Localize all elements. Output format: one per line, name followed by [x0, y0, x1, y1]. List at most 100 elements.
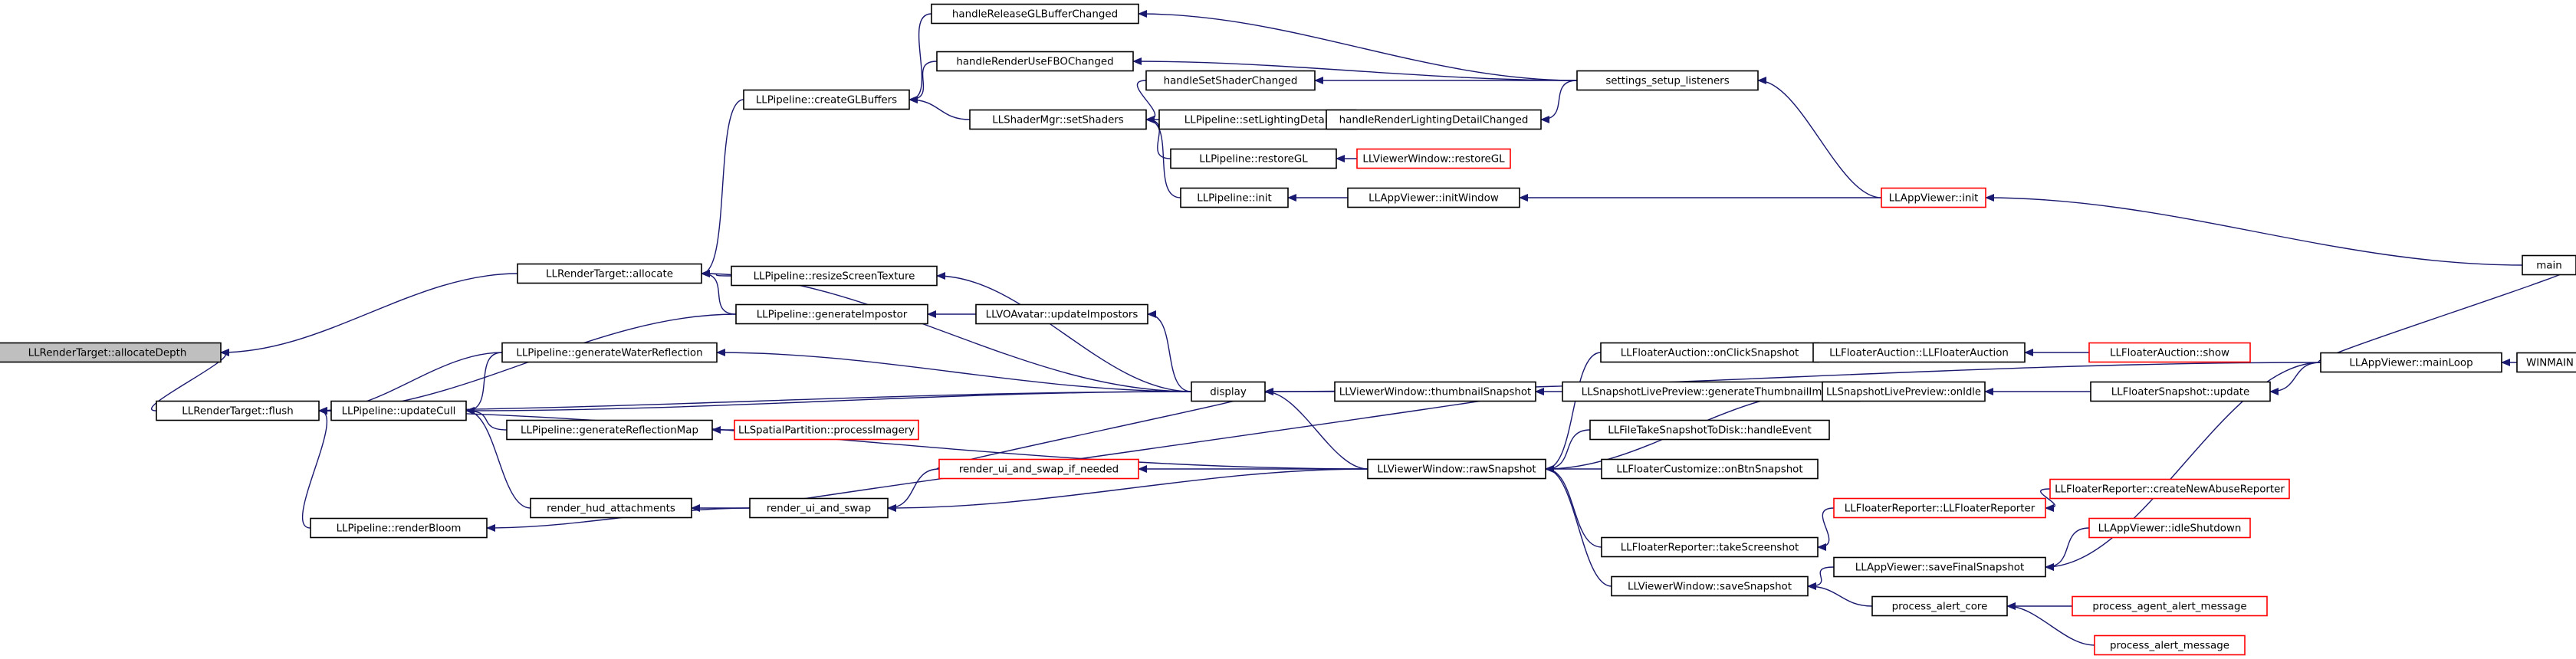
graph-node-rawsnapshot[interactable]: LLViewerWindow::rawSnapshot: [1367, 458, 1546, 480]
graph-node-setlightingdetail[interactable]: LLPipeline::setLightingDetail: [1158, 109, 1356, 130]
node-box: [2090, 381, 2271, 402]
node-box: [1158, 109, 1356, 130]
graph-node-flush[interactable]: LLRenderTarget::flush: [156, 400, 320, 421]
edge-rawsnapshot-to-display: [1264, 388, 1368, 470]
edge-createnewabusereporter-to-reporterctor: [2040, 488, 2055, 512]
graph-node-auctionshow[interactable]: LLFloaterAuction::show: [2088, 342, 2251, 363]
node-box: [2320, 352, 2502, 373]
node-label: LLAppViewer::init: [1889, 193, 1979, 205]
graph-node-generateimpostor[interactable]: LLPipeline::generateImpostor: [735, 303, 928, 325]
graph-node-restoregl[interactable]: LLPipeline::restoreGL: [1170, 148, 1337, 169]
node-label: LLPipeline::restoreGL: [1199, 154, 1308, 166]
graph-node-updateimpostors[interactable]: LLVOAvatar::updateImpostors: [975, 303, 1148, 325]
graph-node-setshaders[interactable]: LLShaderMgr::setShaders: [969, 109, 1147, 130]
node-box: [969, 109, 1147, 130]
node-label: handleSetShaderChanged: [1164, 76, 1298, 87]
graph-node-process-alert-message[interactable]: process_alert_message: [2094, 634, 2246, 656]
graph-node-render-ui-and-swap[interactable]: render_ui_and_swap: [749, 497, 889, 519]
graph-node-initwindow[interactable]: LLAppViewer::initWindow: [1347, 187, 1520, 208]
node-box: [330, 400, 467, 421]
graph-node-handlerenderlightingdetailchanged[interactable]: handleRenderLightingDetailChanged: [1326, 109, 1542, 130]
edge-main-to-appinit: [1985, 194, 2523, 266]
graph-node-thumbnailsnapshot[interactable]: LLViewerWindow::thumbnailSnapshot: [1334, 381, 1536, 402]
graph-node-render-ui-and-swap-if-needed[interactable]: render_ui_and_swap_if_needed: [938, 458, 1139, 480]
graph-node-idleshutdown[interactable]: LLAppViewer::idleShutdown: [2088, 517, 2251, 539]
node-box: [517, 263, 702, 284]
graph-node-winmain[interactable]: WINMAIN: [2516, 352, 2576, 373]
edge-layer: [150, 10, 2576, 646]
graph-node-onidle[interactable]: LLSnapshotLivePreview::onIdle: [1822, 381, 1986, 402]
graph-node-reporterctor[interactable]: LLFloaterReporter::LLFloaterReporter: [1833, 497, 2046, 519]
graph-node-render-hud-attachments[interactable]: render_hud_attachments: [530, 497, 692, 519]
node-box: [1170, 148, 1337, 169]
graph-node-onbtnsnapshot[interactable]: LLFloaterCustomize::onBtnSnapshot: [1601, 458, 1819, 480]
edge-appinit-to-settings-setup-listeners: [1757, 77, 1882, 198]
graph-node-allocate[interactable]: LLRenderTarget::allocate: [517, 263, 702, 284]
edge-render-ui-and-swap-if-needed-to-display: [937, 388, 1274, 470]
node-box: [975, 303, 1148, 325]
graph-node-savesnapshot[interactable]: LLViewerWindow::saveSnapshot: [1611, 575, 1809, 597]
node-label: LLFloaterCustomize::onBtnSnapshot: [1616, 464, 1802, 476]
graph-node-handlereleaseglbufferchanged[interactable]: handleReleaseGLBufferChanged: [931, 3, 1139, 25]
node-label: LLPipeline::createGLBuffers: [756, 95, 897, 107]
node-box: [506, 419, 713, 441]
node-label: LLPipeline::generateReflectionMap: [521, 425, 698, 437]
graph-node-createglbuffers[interactable]: LLPipeline::createGLBuffers: [743, 89, 910, 110]
node-label: LLPipeline::resizeScreenTexture: [754, 271, 915, 283]
node-box: [743, 89, 910, 110]
node-box: [2516, 352, 2576, 373]
graph-node-onclicksnapshot[interactable]: LLFloaterAuction::onClickSnapshot: [1600, 342, 1819, 363]
graph-node-handleevent[interactable]: LLFileTakeSnapshotToDisk::handleEvent: [1589, 419, 1830, 441]
graph-node-takescreenshot[interactable]: LLFloaterReporter::takeScreenshot: [1601, 536, 1819, 558]
node-label: LLFloaterReporter::createNewAbuseReporte…: [2055, 484, 2285, 496]
node-label: LLShaderMgr::setShaders: [992, 115, 1124, 126]
node-box: [501, 342, 718, 363]
graph-node-main[interactable]: main: [2522, 254, 2576, 276]
node-label: LLFileTakeSnapshotToDisk::handleEvent: [1608, 425, 1812, 437]
graph-node-winrestoregl[interactable]: LLViewerWindow::restoreGL: [1356, 148, 1511, 169]
node-layer: LLRenderTarget::allocateDepthLLRenderTar…: [0, 3, 2576, 656]
node-label: main: [2536, 261, 2561, 272]
edge-reporterctor-to-takescreenshot: [1817, 507, 1835, 551]
node-label: LLSnapshotLivePreview::onIdle: [1826, 387, 1981, 398]
graph-node-resizescreentexture[interactable]: LLPipeline::resizeScreenTexture: [731, 265, 938, 287]
graph-node-updatecull[interactable]: LLPipeline::updateCull: [330, 400, 467, 421]
graph-node-settings-setup-listeners[interactable]: settings_setup_listeners: [1576, 70, 1759, 91]
node-box: [1191, 381, 1266, 402]
node-label: LLPipeline::generateWaterReflection: [516, 348, 702, 359]
graph-node-processimagery[interactable]: LLSpatialPartition::processImagery: [734, 419, 919, 441]
graph-node-appinit[interactable]: LLAppViewer::init: [1881, 187, 1986, 208]
node-label: process_agent_alert_message: [2092, 602, 2246, 613]
node-box: [731, 265, 938, 287]
graph-node-display[interactable]: display: [1191, 381, 1266, 402]
graph-node-savefinalsnapshot[interactable]: LLAppViewer::saveFinalSnapshot: [1833, 556, 2046, 578]
graph-node-mainloop[interactable]: LLAppViewer::mainLoop: [2320, 352, 2502, 373]
edge-settings-setup-listeners-to-handlerenderlightingdetailchanged: [1540, 80, 1578, 123]
node-box: [749, 497, 889, 519]
graph-node-generatewaterreflection[interactable]: LLPipeline::generateWaterReflection: [501, 342, 718, 363]
node-box: [2049, 478, 2290, 500]
graph-node-allocatedepth[interactable]: LLRenderTarget::allocateDepth: [0, 342, 222, 363]
node-label: handleRenderUseFBOChanged: [956, 57, 1113, 68]
node-box: [1822, 381, 1986, 402]
graph-node-generatethumbnailimage[interactable]: LLSnapshotLivePreview::generateThumbnail…: [1562, 381, 1861, 402]
node-label: LLRenderTarget::allocateDepth: [28, 348, 187, 359]
node-box: [734, 419, 919, 441]
edge-mainloop-to-savefinalsnapshot: [2045, 362, 2321, 571]
graph-node-handlesetshaderchanged[interactable]: handleSetShaderChanged: [1145, 70, 1316, 91]
node-box: [1833, 497, 2046, 519]
graph-node-generatereflectionmap[interactable]: LLPipeline::generateReflectionMap: [506, 419, 713, 441]
graph-node-handlerenderusefbochanged[interactable]: handleRenderUseFBOChanged: [936, 51, 1134, 72]
node-box: [2094, 634, 2246, 656]
graph-node-process-agent-alert-message[interactable]: process_agent_alert_message: [2072, 595, 2268, 617]
edge-renderbloom-to-flush: [301, 407, 328, 529]
graph-node-process-alert-core[interactable]: process_alert_core: [1871, 595, 2008, 617]
graph-node-pipelineinit[interactable]: LLPipeline::init: [1180, 187, 1289, 208]
graph-node-floaterauctionctor[interactable]: LLFloaterAuction::LLFloaterAuction: [1812, 342, 2026, 363]
graph-node-renderbloom[interactable]: LLPipeline::renderBloom: [310, 517, 488, 539]
node-label: LLFloaterAuction::LLFloaterAuction: [1829, 348, 2009, 359]
graph-node-snapshotupdate[interactable]: LLFloaterSnapshot::update: [2090, 381, 2271, 402]
graph-node-createnewabusereporter[interactable]: LLFloaterReporter::createNewAbuseReporte…: [2049, 478, 2290, 500]
node-box: [1180, 187, 1289, 208]
edge-process-alert-core-to-savesnapshot: [1807, 582, 1873, 607]
